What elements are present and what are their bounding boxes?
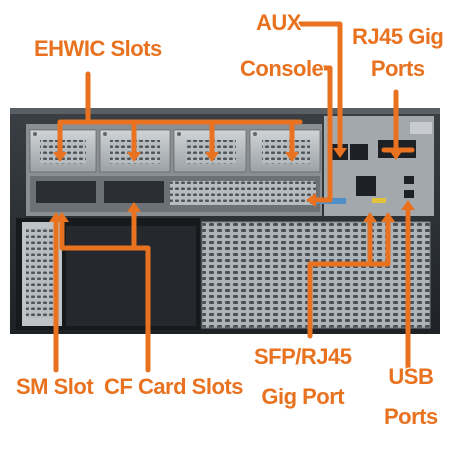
yellow-indicator (372, 198, 386, 203)
aux-port (350, 144, 368, 160)
label-console-text: Console (240, 56, 324, 81)
label-rj45-gig-ports: RJ45 Gig Ports (352, 24, 444, 82)
label-rj45-line1: RJ45 Gig (352, 24, 444, 49)
callout-arrowheads (49, 148, 415, 222)
ehwic-slot-covers (29, 129, 321, 173)
sfp-port (356, 176, 376, 196)
label-sfp-line2: Gig Port (261, 384, 345, 409)
label-aux: AUX (256, 10, 301, 36)
sm-interior (66, 226, 196, 326)
usb-port-1 (404, 176, 414, 184)
label-rj45-line2: Ports (370, 56, 425, 81)
vent-panel (201, 221, 431, 329)
label-cf-card-slots: CF Card Slots (104, 374, 243, 400)
label-sfp-line1: SFP/RJ45 (254, 344, 352, 369)
cf-card-slot-area (30, 176, 320, 212)
label-cf-card-text: CF Card Slots (104, 374, 243, 399)
callout-leaders (53, 21, 415, 373)
label-sm-slot: SM Slot (16, 374, 94, 400)
label-ehwic-slots: EHWIC Slots (34, 36, 162, 62)
usb-port-2 (404, 190, 414, 198)
label-usb-ports: USB Ports (384, 364, 438, 430)
label-sfp-rj45-gig-port: SFP/RJ45 Gig Port (254, 344, 352, 410)
label-aux-text: AUX (256, 10, 301, 35)
label-console: Console (240, 56, 324, 82)
label-usb-line1: USB (388, 364, 434, 389)
label-sm-slot-text: SM Slot (16, 374, 94, 399)
label-usb-line2: Ports (384, 404, 438, 429)
label-ehwic-text: EHWIC Slots (34, 36, 162, 61)
cisco-badge (410, 122, 432, 134)
chassis-top-edge (10, 108, 440, 114)
